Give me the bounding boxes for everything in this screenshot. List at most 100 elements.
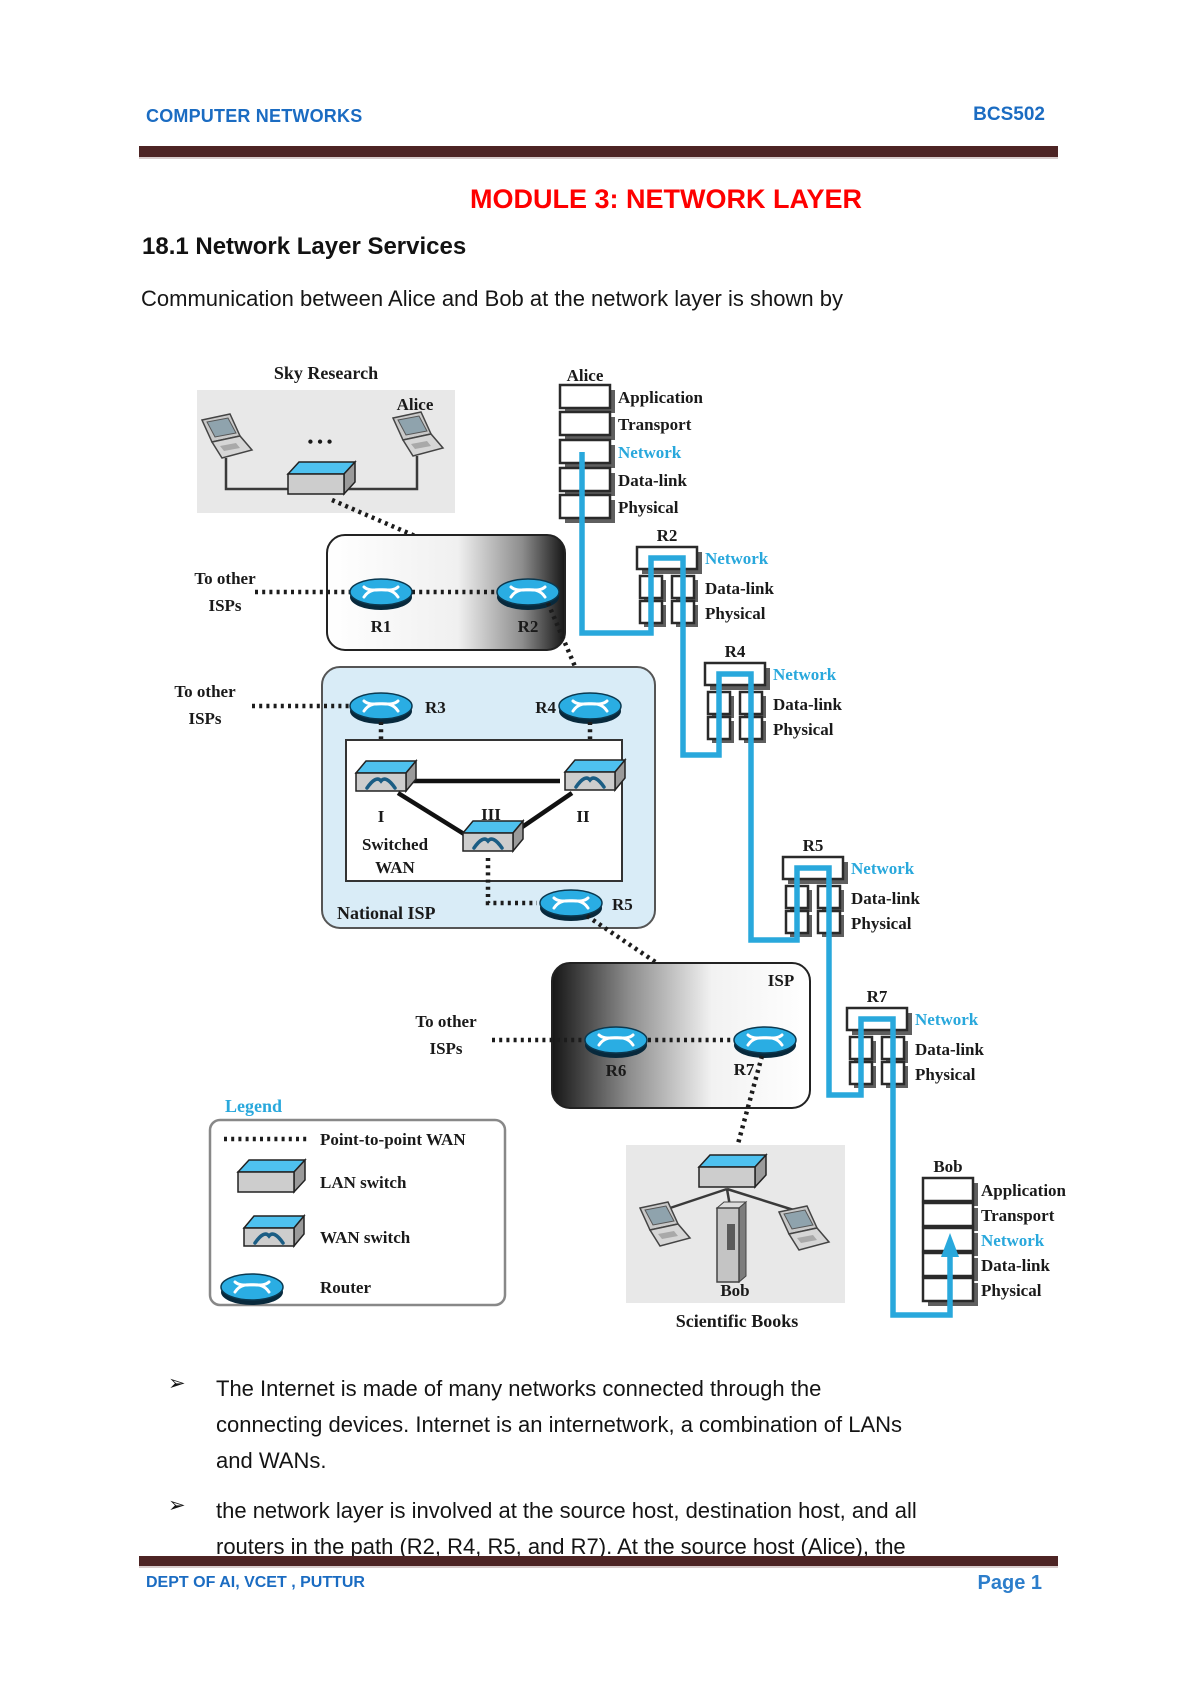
desktop-tower-icon <box>716 1201 747 1283</box>
router-r5-label: R5 <box>612 895 633 914</box>
list-item: ➢ The Internet is made of many networks … <box>168 1371 1028 1479</box>
to-other-isps-label: To other <box>415 1012 477 1031</box>
to-other-isps-label: To other <box>194 569 256 588</box>
layer-label: Data-link <box>981 1256 1051 1275</box>
layer-label: Physical <box>851 914 912 933</box>
router-r7-label: R7 <box>734 1060 755 1079</box>
link-switch3-r5 <box>485 858 537 906</box>
layer-box <box>558 410 617 442</box>
layer-label: Physical <box>705 604 766 623</box>
layer-label: Physical <box>981 1281 1042 1300</box>
bullet-list: ➢ The Internet is made of many networks … <box>168 1371 1028 1579</box>
router-r4-icon <box>557 691 623 726</box>
to-other-isps-label: To other <box>174 682 236 701</box>
footer-department: DEPT OF AI, VCET , PUTTUR <box>146 1574 365 1591</box>
router-icon <box>219 1272 285 1307</box>
r5-stack-title: R5 <box>803 836 824 855</box>
layer-label: Transport <box>981 1206 1055 1225</box>
layer-label-network: Network <box>618 443 682 462</box>
layer-label-network: Network <box>705 549 769 568</box>
bullet-line: connecting devices. Internet is an inter… <box>216 1412 903 1437</box>
wan-switch-1-icon <box>354 759 418 793</box>
layer-label: Data-link <box>915 1040 985 1059</box>
router-r5-icon <box>538 888 604 923</box>
layer-label: Application <box>981 1181 1067 1200</box>
to-other-isps-label: ISPs <box>429 1039 462 1058</box>
lan-wire <box>726 1187 801 1214</box>
to-other-isps-label: ISPs <box>208 596 241 615</box>
list-item: ➢ the network layer is involved at the s… <box>168 1493 1028 1565</box>
lan-switch-icon <box>698 1154 767 1188</box>
layer-label-network: Network <box>773 665 837 684</box>
wan-link-r2-r4 <box>545 602 588 691</box>
lan-wire <box>224 458 288 491</box>
network-layer-figure: Sky Research Alice • • • To other ISPs R… <box>174 363 1067 1331</box>
router-r1-icon <box>348 577 414 612</box>
router-r3-icon <box>348 691 414 726</box>
bob-host-label: Bob <box>720 1281 749 1300</box>
bullet-line: the network layer is involved at the sou… <box>216 1498 917 1523</box>
wan-switch-2-icon <box>563 758 627 792</box>
layer-label-network: Network <box>915 1010 979 1029</box>
intro-paragraph: Communication between Alice and Bob at t… <box>141 286 843 311</box>
wan-switch-icon <box>242 1214 306 1248</box>
router-r7-icon <box>732 1025 798 1060</box>
layer-label-network: Network <box>981 1231 1045 1250</box>
wan-switch-3-icon <box>461 819 525 853</box>
bullet-line: and WANs. <box>216 1448 327 1473</box>
legend-item-label: WAN switch <box>320 1228 411 1247</box>
network-layer-flow-path <box>579 452 953 1318</box>
arrow-bullet-icon: ➢ <box>168 1372 186 1395</box>
switched-wan-label: Switched <box>362 835 429 854</box>
header-course-title: COMPUTER NETWORKS <box>146 106 363 126</box>
national-isp-label: National ISP <box>337 903 436 923</box>
layer-label-network: Network <box>851 859 915 878</box>
legend-item-label: LAN switch <box>320 1173 407 1192</box>
flow-arrowhead <box>941 1233 959 1257</box>
isp-label: ISP <box>768 971 794 990</box>
layer-label: Physical <box>915 1065 976 1084</box>
router-r3-label: R3 <box>425 698 446 717</box>
layer-label: Data-link <box>618 471 688 490</box>
arrow-bullet-icon: ➢ <box>168 1494 186 1517</box>
alice-host-label: Alice <box>397 395 434 414</box>
bullet-line: routers in the path (R2, R4, R5, and R7)… <box>216 1534 906 1559</box>
bob-stack-title: Bob <box>933 1157 962 1176</box>
layer-label: Physical <box>773 720 834 739</box>
footer-rule <box>139 1556 1058 1568</box>
to-other-isps-label: ISPs <box>188 709 221 728</box>
r4-stack-title: R4 <box>725 642 746 661</box>
layer-box <box>558 438 617 470</box>
layer-label: Data-link <box>773 695 843 714</box>
lan-switch-icon <box>287 461 356 495</box>
lan-wire <box>663 1187 728 1212</box>
r7-stack-title: R7 <box>867 987 888 1006</box>
lan-wire <box>344 456 419 491</box>
wan-switch-1-label: I <box>378 807 385 826</box>
layer-label: Application <box>618 388 704 407</box>
router-r4-label: R4 <box>535 698 556 717</box>
layer-label: Data-link <box>851 889 921 908</box>
sky-research-label: Sky Research <box>274 363 378 383</box>
isp-box <box>551 962 811 1109</box>
wan-switch-3-label: III <box>481 805 501 824</box>
legend-item-label: Point-to-point WAN <box>320 1130 466 1149</box>
lan-switch-icon <box>237 1159 306 1193</box>
layer-box <box>558 466 617 498</box>
layer-box <box>558 493 617 525</box>
r2-stack-title: R2 <box>657 526 678 545</box>
layer-box <box>558 383 617 415</box>
ellipsis-hosts: • • • <box>308 434 333 451</box>
alice-stack-title: Alice <box>567 366 604 385</box>
section-heading: 18.1 Network Layer Services <box>142 233 467 260</box>
switched-wan-label: WAN <box>375 858 415 877</box>
layer-label: Physical <box>618 498 679 517</box>
router-r6-label: R6 <box>606 1061 627 1080</box>
wan-switch-2-label: II <box>576 807 590 826</box>
router-r1-label: R1 <box>371 617 392 636</box>
layer-label: Transport <box>618 415 692 434</box>
layer-label: Data-link <box>705 579 775 598</box>
legend-item-label: Router <box>320 1278 371 1297</box>
header-course-code: BCS502 <box>973 104 1045 125</box>
